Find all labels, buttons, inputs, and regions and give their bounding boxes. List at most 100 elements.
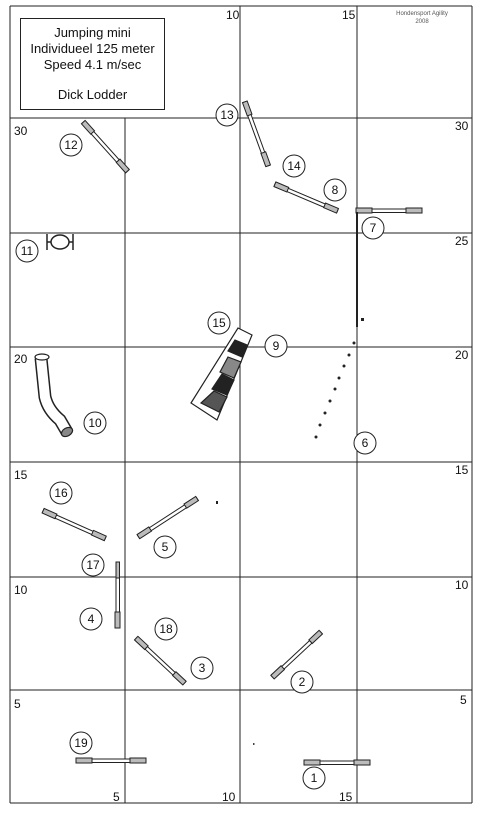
number-19: 19 (69, 731, 93, 755)
number-13: 13 (215, 103, 239, 127)
course-info-box: Jumping mini Individueel 125 meter Speed… (20, 18, 165, 110)
hurdle-5 (136, 495, 200, 540)
number-14: 14 (282, 154, 306, 178)
right-label: 5 (460, 693, 467, 707)
hurdle-cap (129, 757, 147, 764)
number-8: 8 (323, 178, 347, 202)
right-label: 15 (455, 463, 469, 477)
svg-text:13: 13 (220, 108, 234, 122)
svg-text:11: 11 (21, 244, 34, 258)
hurdle-17 (115, 561, 120, 579)
hurdle-12 (80, 119, 131, 174)
hurdle-cap (171, 671, 187, 686)
course-judge: Dick Lodder (57, 87, 128, 102)
svg-text:1: 1 (311, 771, 318, 785)
number-2: 2 (290, 670, 314, 694)
hurdle-7 (355, 207, 423, 214)
svg-text:12: 12 (64, 138, 78, 152)
hurdle-3 (133, 635, 187, 686)
left-label: 10 (14, 583, 28, 597)
hurdle-cap (80, 119, 96, 135)
number-17: 17 (81, 553, 105, 577)
number-4: 4 (79, 607, 103, 631)
hurdle-cap (41, 507, 58, 520)
svg-text:18: 18 (159, 622, 173, 636)
number-9: 9 (264, 334, 288, 358)
marker-dot (361, 318, 364, 321)
number-5: 5 (153, 535, 177, 559)
bottom-label: 15 (339, 790, 353, 804)
right-label: 25 (455, 234, 469, 248)
long-jump-15 (190, 327, 253, 421)
number-3: 3 (190, 656, 214, 680)
hurdle-cap (273, 181, 290, 193)
corner-note-line: 2008 (415, 19, 429, 25)
right-label: 20 (455, 348, 469, 362)
left-label: 30 (14, 124, 28, 138)
svg-text:8: 8 (332, 183, 339, 197)
svg-text:5: 5 (162, 540, 169, 554)
hurdle-cap (355, 207, 373, 214)
svg-text:15: 15 (212, 316, 226, 330)
hurdle-cap (183, 495, 200, 509)
hurdle-8 (273, 181, 340, 214)
hurdle-cap (308, 629, 324, 645)
hurdle-cap (303, 759, 321, 766)
left-label: 20 (14, 352, 28, 366)
hurdle-1 (303, 759, 371, 766)
svg-text:7: 7 (370, 221, 377, 235)
number-12: 12 (59, 133, 83, 157)
hurdle-cap (136, 526, 153, 540)
number-1: 1 (302, 766, 326, 790)
hurdle-13 (241, 100, 272, 168)
hurdle-4 (114, 577, 121, 629)
corner-note-line: Hondensport Agility (396, 11, 448, 17)
svg-text:2: 2 (299, 675, 306, 689)
course-title: Jumping mini (54, 25, 131, 40)
svg-text:17: 17 (86, 558, 100, 572)
number-18: 18 (154, 617, 178, 641)
hurdle-cap (115, 158, 131, 174)
number-11: 11 (15, 239, 39, 263)
number-labels: 1 2 3 4 5 6 7 8 9 10 11 12 13 14 15 16 1… (15, 103, 385, 790)
hurdle-16 (41, 507, 107, 542)
hurdle-cap (115, 561, 120, 579)
bottom-label: 5 (113, 790, 120, 804)
corner-note: Hondensport Agility 2008 (382, 10, 462, 26)
grid-lines (9, 5, 473, 804)
hurdle-cap (114, 611, 121, 629)
svg-text:14: 14 (287, 159, 301, 173)
left-label: 15 (14, 468, 28, 482)
hurdle-19 (75, 757, 147, 764)
tunnel-10 (34, 353, 74, 438)
top-label: 15 (342, 8, 356, 22)
svg-text:3: 3 (199, 661, 206, 675)
hurdle-cap (75, 757, 93, 764)
course-speed: Speed 4.1 m/sec (43, 57, 142, 72)
hurdle-cap (322, 202, 340, 214)
number-7: 7 (361, 216, 385, 240)
hurdle-cap (133, 635, 149, 651)
right-label: 30 (455, 119, 469, 133)
svg-text:4: 4 (88, 612, 95, 626)
svg-text:16: 16 (54, 486, 68, 500)
svg-text:19: 19 (74, 736, 88, 750)
hurdle-cap (270, 665, 286, 680)
number-6: 6 (353, 431, 377, 455)
hurdle-cap (241, 100, 253, 117)
number-10: 10 (83, 411, 107, 435)
top-label: 10 (226, 8, 240, 22)
hurdles (41, 100, 423, 766)
weave-poles-6 (314, 341, 356, 439)
number-15: 15 (207, 311, 231, 335)
bottom-label: 10 (222, 790, 236, 804)
right-label: 10 (455, 578, 469, 592)
hurdle-cap (90, 529, 107, 542)
number-16: 16 (49, 481, 73, 505)
marker-dot (253, 743, 255, 745)
course-subtitle: Individueel 125 meter (30, 41, 155, 56)
hurdle-cap (260, 151, 272, 168)
svg-text:9: 9 (273, 339, 280, 353)
hurdle-cap (405, 207, 423, 214)
